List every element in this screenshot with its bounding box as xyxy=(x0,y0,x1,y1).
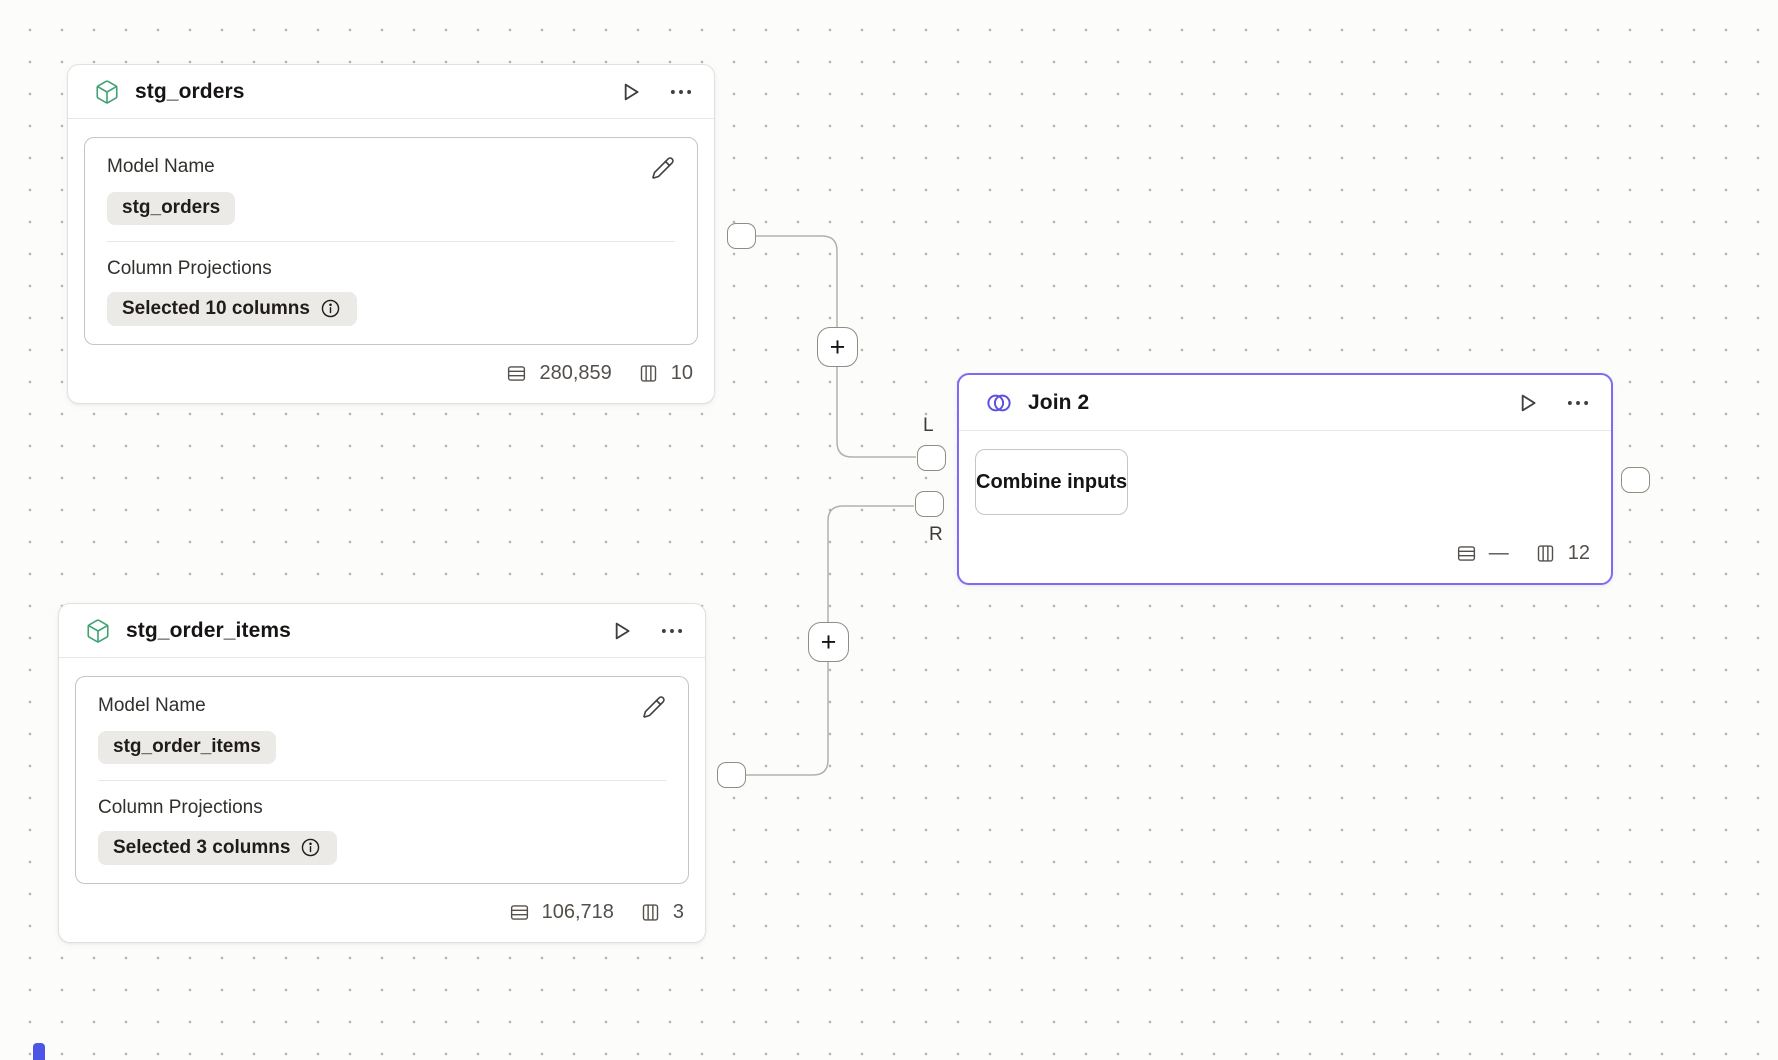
ellipsis-icon xyxy=(668,79,694,105)
run-node-button[interactable] xyxy=(617,79,643,105)
play-icon xyxy=(608,618,634,644)
node-menu-button[interactable] xyxy=(659,618,685,644)
add-step-on-edge-button-top[interactable]: + xyxy=(817,327,858,367)
node-title: stg_order_items xyxy=(126,618,291,642)
info-icon[interactable] xyxy=(319,297,342,320)
edit-model-name-button[interactable] xyxy=(651,156,675,180)
table-columns-icon xyxy=(1535,543,1556,564)
column-count: 10 xyxy=(670,361,693,384)
box-icon xyxy=(85,618,111,644)
table-rows-icon xyxy=(509,902,530,923)
pencil-icon xyxy=(642,695,666,719)
join-output-port[interactable] xyxy=(1621,467,1650,493)
run-node-button[interactable] xyxy=(1514,390,1540,416)
node-menu-button[interactable] xyxy=(668,79,694,105)
column-count: 3 xyxy=(672,900,684,923)
column-projections-pill[interactable]: Selected 10 columns xyxy=(107,292,357,326)
divider xyxy=(107,241,675,242)
table-columns-icon xyxy=(640,902,661,923)
divider xyxy=(98,780,666,781)
row-count: 280,859 xyxy=(539,361,612,384)
table-rows-icon xyxy=(506,363,527,384)
combine-inputs-button[interactable]: Combine inputs xyxy=(975,449,1129,515)
node-stg-order-items[interactable]: stg_order_items Model Name xyxy=(58,603,706,943)
output-port-stg-order-items[interactable] xyxy=(717,762,746,788)
node-config-card: Model Name stg_order_items Column Projec… xyxy=(75,676,689,884)
play-icon xyxy=(1514,390,1540,416)
add-step-on-edge-button-bottom[interactable]: + xyxy=(808,622,849,662)
node-header: stg_orders xyxy=(68,65,714,119)
node-stats-footer: 106,718 3 xyxy=(59,884,705,940)
join-right-port-label: R xyxy=(929,524,943,545)
join-input-port-right[interactable] xyxy=(915,491,944,517)
play-icon xyxy=(617,79,643,105)
edit-model-name-button[interactable] xyxy=(642,695,666,719)
output-port-stg-orders[interactable] xyxy=(727,223,756,249)
table-rows-icon xyxy=(1456,543,1477,564)
model-name-label: Model Name xyxy=(98,695,206,716)
pencil-icon xyxy=(651,156,675,180)
model-name-value-pill: stg_orders xyxy=(107,192,236,225)
node-header: stg_order_items xyxy=(59,604,705,658)
node-stats-footer: — 12 xyxy=(959,515,1611,577)
join-input-port-left[interactable] xyxy=(917,445,946,471)
node-menu-button[interactable] xyxy=(1565,390,1591,416)
ellipsis-icon xyxy=(1565,390,1591,416)
column-projections-label: Column Projections xyxy=(107,258,272,279)
row-count: — xyxy=(1488,541,1509,564)
run-node-button[interactable] xyxy=(608,618,634,644)
column-projections-pill[interactable]: Selected 3 columns xyxy=(98,831,338,865)
node-join-2[interactable]: Join 2 Combine inputs — xyxy=(957,373,1613,585)
node-config-card: Model Name stg_orders Column Projections… xyxy=(84,137,698,345)
node-stg-orders[interactable]: stg_orders Model Name xyxy=(67,64,715,404)
node-title: Join 2 xyxy=(1028,390,1090,414)
node-stats-footer: 280,859 10 xyxy=(68,345,714,401)
model-name-label: Model Name xyxy=(107,156,215,177)
info-icon[interactable] xyxy=(299,836,322,859)
table-columns-icon xyxy=(638,363,659,384)
node-title: stg_orders xyxy=(135,79,245,103)
ellipsis-icon xyxy=(659,618,685,644)
row-count: 106,718 xyxy=(541,900,614,923)
column-projections-label: Column Projections xyxy=(98,797,263,818)
node-header: Join 2 xyxy=(959,375,1611,431)
column-count: 12 xyxy=(1567,541,1590,564)
venn-circles-icon xyxy=(985,389,1013,417)
join-left-port-label: L xyxy=(923,415,934,436)
clipped-node-fragment xyxy=(33,1043,45,1060)
box-icon xyxy=(94,79,120,105)
model-name-value-pill: stg_order_items xyxy=(98,731,276,764)
